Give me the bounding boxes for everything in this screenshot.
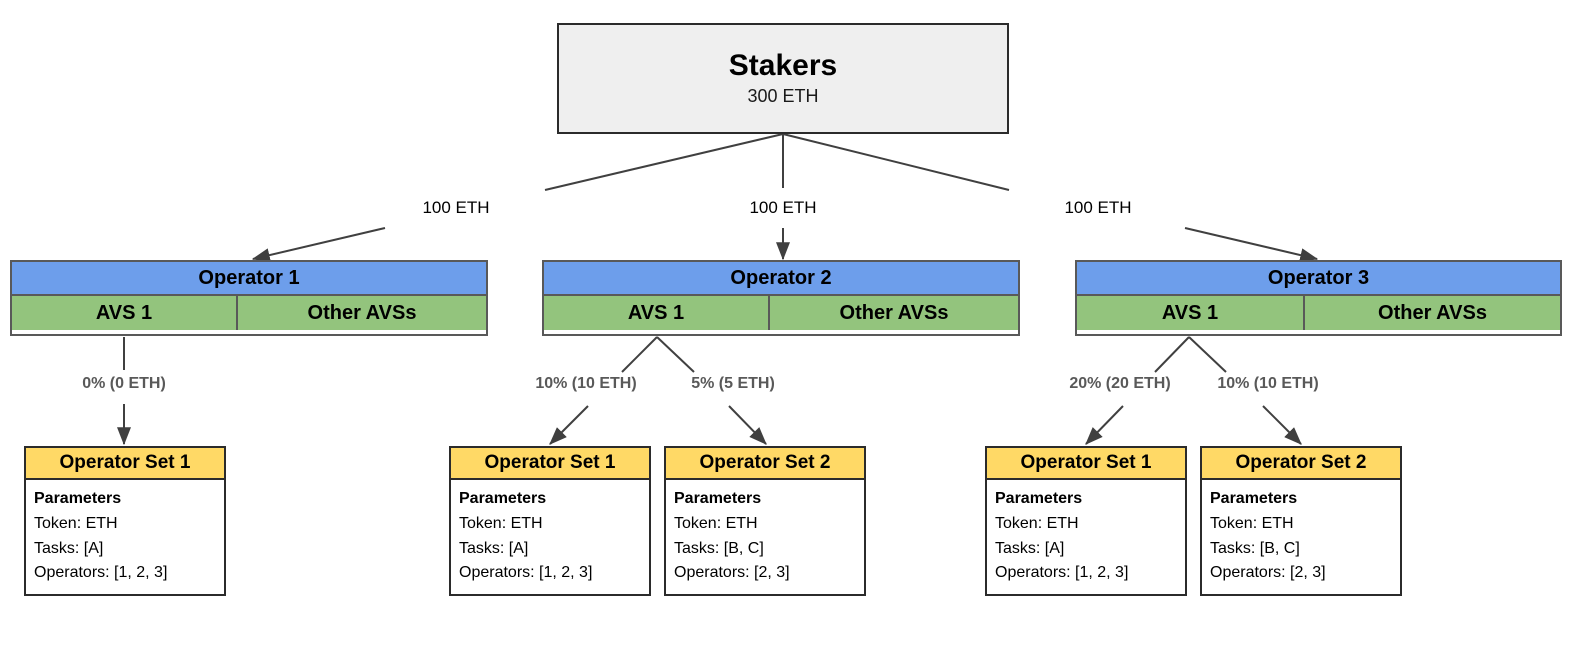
delegation-label-1: 100 ETH bbox=[422, 198, 490, 217]
delegation-label-2: 100 ETH bbox=[749, 198, 817, 217]
stakers-title: Stakers bbox=[728, 48, 838, 82]
operator-set-card-4-body: Parameters Token: ETH Tasks: [A] Operato… bbox=[985, 480, 1187, 597]
allocation-label-op1-set1: 0% (0 ETH) bbox=[82, 375, 166, 392]
operator-2-avs-row: AVS 1 Other AVSs bbox=[544, 296, 1018, 330]
stakers-amount: 300 ETH bbox=[747, 86, 819, 107]
operator-1-avs-row: AVS 1 Other AVSs bbox=[12, 296, 486, 330]
parameter-token: Token: ETH bbox=[459, 514, 543, 532]
operator-set-card-5-body: Parameters Token: ETH Tasks: [B, C] Oper… bbox=[1200, 480, 1402, 597]
parameter-tasks: Tasks: [B, C] bbox=[674, 539, 764, 557]
allocation-arrow-op2-set2 bbox=[728, 405, 767, 445]
parameters-heading: Parameters bbox=[459, 490, 547, 507]
parameters-heading: Parameters bbox=[1210, 490, 1298, 507]
parameters-heading: Parameters bbox=[995, 490, 1083, 507]
allocation-lines-op3 bbox=[1154, 336, 1227, 373]
parameter-operators: Operators: [2, 3] bbox=[674, 564, 790, 582]
parameter-token: Token: ETH bbox=[995, 514, 1079, 532]
operator-set-card-3-body: Parameters Token: ETH Tasks: [B, C] Oper… bbox=[664, 480, 866, 597]
delegation-arrow-left bbox=[251, 227, 386, 262]
allocation-label-op3-set2: 10% (10 ETH) bbox=[1217, 375, 1319, 392]
parameter-operators: Operators: [1, 2, 3] bbox=[34, 564, 168, 582]
operator-3-header: Operator 3 bbox=[1077, 262, 1560, 296]
operator-set-card-3-title: Operator Set 2 bbox=[664, 446, 866, 480]
operator-set-card-4[interactable]: Operator Set 1 Parameters Token: ETH Tas… bbox=[985, 446, 1187, 597]
parameters-heading: Parameters bbox=[674, 490, 762, 507]
parameter-tasks: Tasks: [A] bbox=[34, 539, 104, 557]
parameter-tasks: Tasks: [A] bbox=[995, 539, 1065, 557]
stakers-box: Stakers 300 ETH bbox=[557, 23, 1009, 134]
allocation-lines-op2 bbox=[621, 336, 695, 373]
parameters-heading: Parameters bbox=[34, 490, 122, 507]
delegation-arrow-right bbox=[1184, 227, 1319, 262]
parameter-tasks: Tasks: [A] bbox=[459, 539, 529, 557]
allocation-arrow-op3-set2 bbox=[1262, 405, 1302, 445]
parameter-token: Token: ETH bbox=[34, 514, 118, 532]
parameter-tasks: Tasks: [B, C] bbox=[1210, 539, 1300, 557]
operator-set-card-2[interactable]: Operator Set 1 Parameters Token: ETH Tas… bbox=[449, 446, 651, 597]
operator-set-card-1[interactable]: Operator Set 1 Parameters Token: ETH Tas… bbox=[24, 446, 226, 597]
operator-2-other-avss[interactable]: Other AVSs bbox=[770, 296, 1018, 330]
operator-3-other-avss[interactable]: Other AVSs bbox=[1305, 296, 1560, 330]
allocation-arrow-op3-set1 bbox=[1085, 405, 1124, 445]
operator-1-avs-1[interactable]: AVS 1 bbox=[12, 296, 238, 330]
operator-set-card-2-title: Operator Set 1 bbox=[449, 446, 651, 480]
operator-3-avs-row: AVS 1 Other AVSs bbox=[1077, 296, 1560, 330]
operator-2-avs-1[interactable]: AVS 1 bbox=[544, 296, 770, 330]
operator-set-card-4-title: Operator Set 1 bbox=[985, 446, 1187, 480]
operator-box-3[interactable]: Operator 3 AVS 1 Other AVSs bbox=[1075, 260, 1562, 336]
allocation-arrow-op2-set1 bbox=[549, 405, 589, 445]
operator-set-card-1-body: Parameters Token: ETH Tasks: [A] Operato… bbox=[24, 480, 226, 597]
operator-box-2[interactable]: Operator 2 AVS 1 Other AVSs bbox=[542, 260, 1020, 336]
parameter-operators: Operators: [1, 2, 3] bbox=[459, 564, 593, 582]
parameter-operators: Operators: [1, 2, 3] bbox=[995, 564, 1129, 582]
operator-set-card-1-title: Operator Set 1 bbox=[24, 446, 226, 480]
allocation-label-op2-set2: 5% (5 ETH) bbox=[691, 375, 775, 392]
operator-set-card-5-title: Operator Set 2 bbox=[1200, 446, 1402, 480]
parameter-operators: Operators: [2, 3] bbox=[1210, 564, 1326, 582]
operator-set-card-2-body: Parameters Token: ETH Tasks: [A] Operato… bbox=[449, 480, 651, 597]
parameter-token: Token: ETH bbox=[1210, 514, 1294, 532]
parameter-token: Token: ETH bbox=[674, 514, 758, 532]
stakers-fanout-lines bbox=[544, 133, 1010, 191]
delegation-label-3: 100 ETH bbox=[1064, 198, 1132, 217]
operator-1-header: Operator 1 bbox=[12, 262, 486, 296]
allocation-label-op2-set1: 10% (10 ETH) bbox=[535, 375, 637, 392]
operator-set-card-3[interactable]: Operator Set 2 Parameters Token: ETH Tas… bbox=[664, 446, 866, 597]
operator-set-card-5[interactable]: Operator Set 2 Parameters Token: ETH Tas… bbox=[1200, 446, 1402, 597]
allocation-label-op3-set1: 20% (20 ETH) bbox=[1069, 375, 1171, 392]
operator-2-header: Operator 2 bbox=[544, 262, 1018, 296]
operator-1-other-avss[interactable]: Other AVSs bbox=[238, 296, 486, 330]
operator-box-1[interactable]: Operator 1 AVS 1 Other AVSs bbox=[10, 260, 488, 336]
operator-3-avs-1[interactable]: AVS 1 bbox=[1077, 296, 1305, 330]
